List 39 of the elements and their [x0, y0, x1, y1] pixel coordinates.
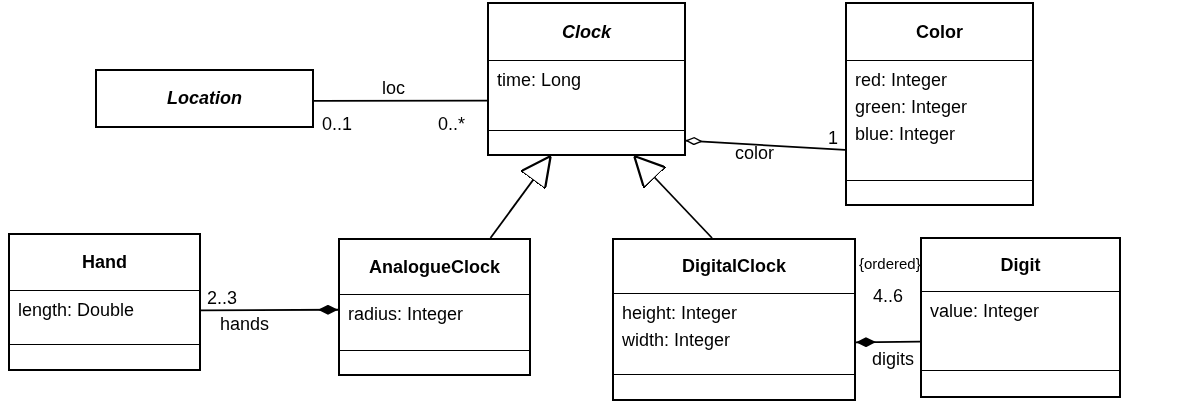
association-line — [855, 337, 921, 348]
multiplicity-label: 0..1 — [322, 114, 353, 134]
class-name: Digit — [1000, 254, 1041, 276]
class-name: Color — [916, 21, 963, 43]
attribute-text: green: Integer — [855, 96, 968, 119]
multiplicity-label: 4..6 — [873, 286, 904, 306]
association-line — [685, 137, 846, 151]
class-name: DigitalClock — [682, 256, 786, 277]
class-box — [338, 238, 531, 376]
class-box — [612, 238, 856, 401]
class-name: Clock — [562, 21, 611, 43]
multiplicity-label: 0..* — [438, 114, 466, 134]
class-name: AnalogueClock — [369, 256, 500, 278]
edge-label: digits — [872, 349, 915, 369]
attribute-text: height: Integer — [622, 302, 738, 325]
class-name: Location — [167, 88, 242, 109]
attribute-text: time: Long — [497, 69, 582, 92]
association-line — [313, 99, 488, 102]
class-box — [845, 2, 1034, 206]
edge-label: hands — [220, 314, 270, 334]
class-box — [920, 237, 1121, 398]
attribute-text: blue: Integer — [855, 123, 956, 146]
class-box — [487, 2, 686, 156]
multiplicity-label: 2..3 — [207, 288, 238, 308]
multiplicity-label: 1 — [828, 128, 838, 148]
attribute-text: red: Integer — [855, 69, 948, 92]
class-box — [95, 69, 314, 128]
association-line — [200, 304, 339, 315]
attribute-text: radius: Integer — [348, 303, 464, 326]
generalization-arrow — [489, 154, 552, 239]
generalization-arrow — [633, 154, 713, 239]
attribute-text: value: Integer — [930, 300, 1040, 323]
attribute-text: length: Double — [18, 299, 135, 322]
class-box — [8, 233, 201, 371]
class-name: Hand — [82, 252, 127, 273]
multiplicity-label: {ordered} — [859, 254, 921, 274]
edge-label: color — [735, 143, 774, 163]
edge-label: loc — [382, 78, 405, 98]
attribute-text: width: Integer — [622, 329, 731, 352]
